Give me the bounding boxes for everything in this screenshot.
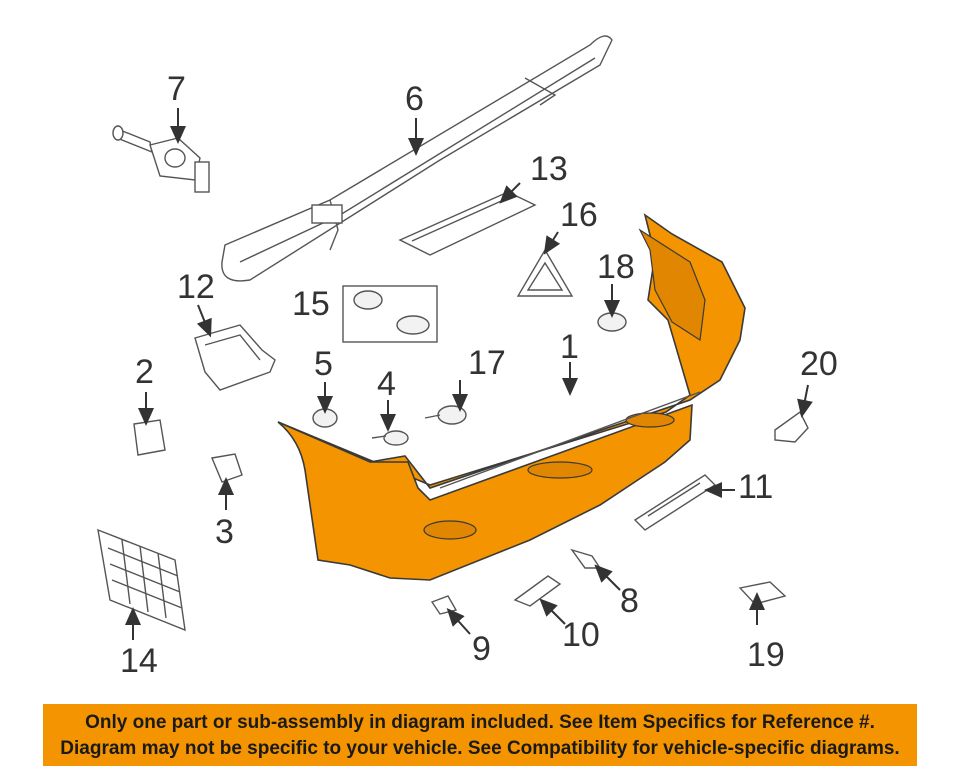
callout-5: 5 xyxy=(314,345,333,383)
callout-arrows xyxy=(125,108,813,640)
callout-17: 17 xyxy=(468,344,506,382)
disclaimer-banner: Only one part or sub-assembly in diagram… xyxy=(43,704,917,766)
callout-11: 11 xyxy=(738,468,773,506)
callout-14: 14 xyxy=(120,642,158,680)
callout-8: 8 xyxy=(620,582,639,620)
callout-4: 4 xyxy=(377,365,396,403)
part-10-bezel xyxy=(513,575,562,607)
callout-1: 1 xyxy=(560,328,579,366)
part-13-trim-strip xyxy=(398,191,537,256)
part-15-sensor-kit xyxy=(342,285,438,343)
callout-13: 13 xyxy=(530,150,568,188)
callout-16: 16 xyxy=(560,196,598,234)
disclaimer-line-2: Diagram may not be specific to your vehi… xyxy=(60,738,900,759)
part-6-reinforcement-bar xyxy=(221,35,613,282)
part-11-molding xyxy=(633,474,717,531)
callout-12: 12 xyxy=(177,268,215,306)
part-8-cap xyxy=(570,548,602,569)
callout-19: 19 xyxy=(747,636,785,674)
part-19-cap xyxy=(738,581,787,605)
part-16-label xyxy=(516,248,574,297)
part-3-bracket xyxy=(211,453,243,483)
part-4-sensor xyxy=(371,430,409,446)
parts-diagram: 1 2 3 4 5 6 7 8 9 10 11 12 13 14 15 16 1… xyxy=(97,35,838,680)
callout-10: 10 xyxy=(562,616,600,654)
callout-2: 2 xyxy=(135,353,154,391)
part-17-sensor xyxy=(424,405,467,425)
callout-15: 15 xyxy=(292,285,330,323)
part-2-clip xyxy=(133,419,166,456)
callout-3: 3 xyxy=(215,513,234,551)
part-14-grille xyxy=(97,528,186,632)
callout-18: 18 xyxy=(597,248,635,286)
part-9-cap xyxy=(430,595,458,615)
part-20-trim xyxy=(774,410,809,443)
callout-6: 6 xyxy=(405,80,424,118)
part-5-sensor xyxy=(312,408,338,428)
part-1-bumper-cover xyxy=(277,213,746,581)
part-18-sensor xyxy=(597,312,627,332)
part-12-bracket xyxy=(194,324,276,391)
callout-20: 20 xyxy=(800,345,838,383)
callout-9: 9 xyxy=(472,630,491,668)
disclaimer-line-1: Only one part or sub-assembly in diagram… xyxy=(85,712,875,733)
callout-7: 7 xyxy=(167,70,186,108)
part-7-mount-bracket xyxy=(112,125,210,193)
